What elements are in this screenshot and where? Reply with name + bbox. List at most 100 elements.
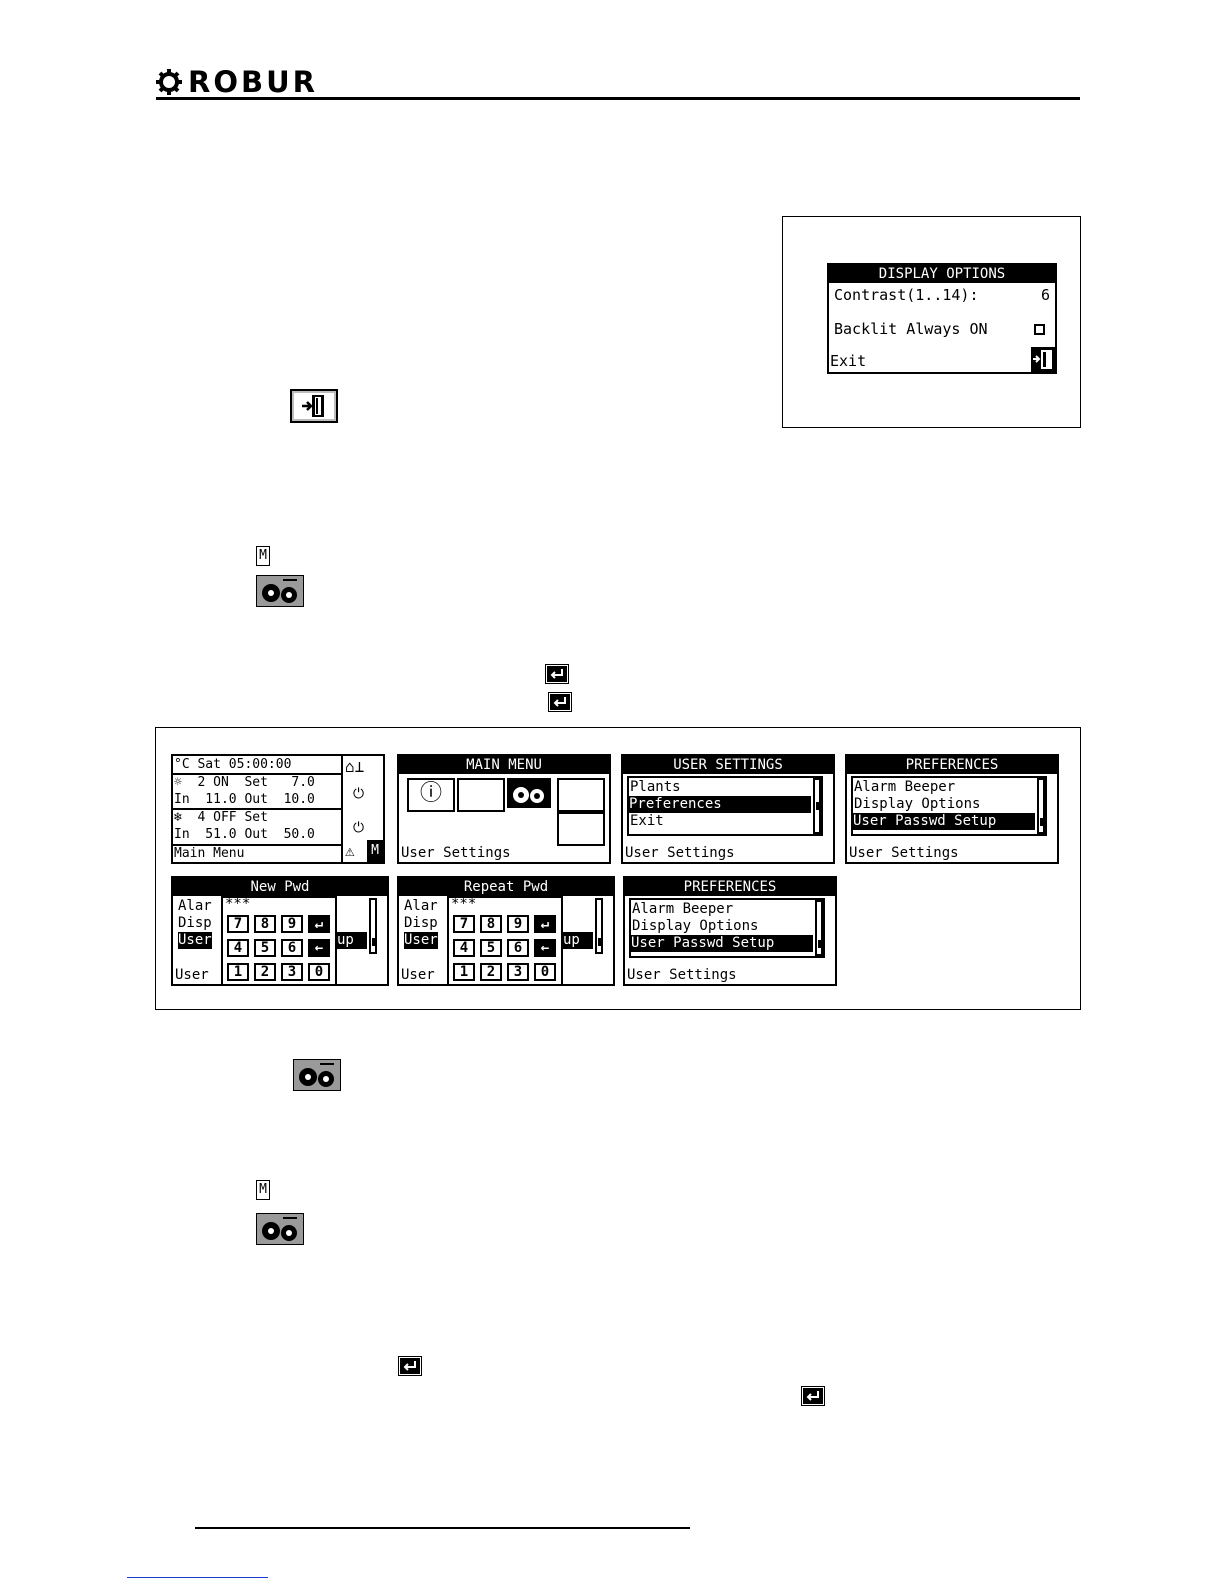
power-icon: ⏻	[353, 786, 365, 802]
menu-item-alarm-beeper[interactable]: Alarm Beeper	[632, 901, 734, 917]
alarm-warning-icon: ⚠	[345, 841, 355, 860]
preferences-screen: PREFERENCES Alarm Beeper Display Options…	[845, 754, 1059, 864]
behind-item: up	[337, 932, 367, 949]
robur-gear-icon	[156, 69, 182, 95]
scrollbar[interactable]	[815, 900, 823, 956]
user-settings-screen: USER SETTINGS Plants Preferences Exit Us…	[621, 754, 835, 864]
home-line-5: In 51.0 Out 50.0	[174, 827, 315, 842]
main-menu-screen: MAIN MENU ⓘ User Settings	[397, 754, 611, 864]
scrollbar[interactable]	[1037, 778, 1045, 834]
keypad-key[interactable]: 1	[227, 963, 249, 981]
keypad-key[interactable]: 9	[507, 915, 529, 933]
enter-key-icon	[801, 1386, 825, 1406]
keypad-key[interactable]: ←	[534, 939, 556, 957]
user-settings-gears-icon	[507, 778, 551, 808]
keypad-key[interactable]: 7	[227, 915, 249, 933]
footnote-rule	[195, 1527, 690, 1529]
wrench-icon	[557, 778, 605, 812]
brand-name: ROBUR	[188, 65, 318, 99]
keypad-key[interactable]: 1	[453, 963, 475, 981]
keypad-key[interactable]: 8	[254, 915, 276, 933]
contrast-label: Contrast(1..14):	[834, 286, 979, 304]
screen-title: Repeat Pwd	[399, 878, 613, 896]
screen-title: PREFERENCES	[625, 878, 835, 896]
password-sequence-figure: °C Sat 05:00:00 ☼ 2 ON Set 7.0 In 11.0 O…	[155, 727, 1081, 1010]
enter-key-icon	[398, 1356, 422, 1376]
robur-logo: ROBUR	[156, 66, 318, 98]
home-footer: Main Menu	[174, 846, 245, 861]
display-options-figure: DISPLAY OPTIONS Contrast(1..14): 6 Backl…	[782, 216, 1081, 428]
screen-title: MAIN MENU	[399, 756, 609, 774]
screen-title: USER SETTINGS	[623, 756, 833, 774]
keypad-key[interactable]: 2	[254, 963, 276, 981]
header-rule	[156, 97, 1080, 100]
house-tap-icon: ⌂⊥	[345, 757, 365, 776]
screen-footer: User	[175, 967, 209, 983]
keypad-key[interactable]: 5	[254, 939, 276, 957]
behind-item: Disp	[178, 915, 212, 931]
keypad-key[interactable]: ↵	[534, 915, 556, 933]
info-icon: ⓘ	[407, 778, 455, 812]
plants-icon	[457, 778, 505, 812]
keypad-key[interactable]: 8	[480, 915, 502, 933]
exit-door-icon	[290, 389, 338, 423]
menu-item-display-options[interactable]: Display Options	[632, 918, 759, 934]
keypad-key[interactable]: 4	[227, 939, 249, 957]
keypad-key[interactable]: 3	[507, 963, 529, 981]
screen-footer: User Settings	[401, 845, 511, 861]
menu-item-exit[interactable]: Exit	[630, 813, 664, 829]
keypad-key[interactable]: 6	[507, 939, 529, 957]
keypad-key[interactable]: 4	[453, 939, 475, 957]
power-icon: ⏻	[353, 820, 365, 836]
screen-footer: User Settings	[625, 845, 735, 861]
backlit-checkbox	[1034, 324, 1045, 335]
keypad-key[interactable]: 7	[453, 915, 475, 933]
menu-list: Alarm Beeper Display Options User Passwd…	[629, 898, 825, 958]
keypad-key[interactable]: 0	[534, 963, 556, 981]
keypad-key[interactable]: 9	[281, 915, 303, 933]
keypad-key[interactable]: 0	[308, 963, 330, 981]
behind-item: User	[178, 932, 212, 949]
screen-title: New Pwd	[173, 878, 387, 896]
backlit-label: Backlit Always ON	[834, 320, 988, 338]
keypad-key[interactable]: 6	[281, 939, 303, 957]
behind-item: up	[563, 932, 593, 949]
keypad-key[interactable]: 3	[281, 963, 303, 981]
m-key-icon: M	[256, 546, 270, 566]
menu-list: Plants Preferences Exit	[627, 776, 823, 836]
masked-password: ***	[451, 896, 477, 912]
keypad-key[interactable]: 5	[480, 939, 502, 957]
menu-item-display-options[interactable]: Display Options	[854, 796, 981, 812]
screen-title: PREFERENCES	[847, 756, 1057, 774]
masked-password: ***	[225, 896, 251, 912]
behind-item: Alar	[404, 898, 438, 914]
m-key-icon: M	[256, 1180, 270, 1200]
keypad-key[interactable]: ↵	[308, 915, 330, 933]
menu-item-preferences[interactable]: Preferences	[629, 796, 811, 813]
home-line-1: °C Sat 05:00:00	[174, 757, 292, 772]
menu-item-user-passwd-setup[interactable]: User Passwd Setup	[853, 813, 1035, 830]
menu-item-alarm-beeper[interactable]: Alarm Beeper	[854, 779, 956, 795]
behind-item: User	[404, 932, 438, 949]
enter-key-icon	[548, 692, 572, 712]
screen-footer: User Settings	[627, 967, 737, 983]
keypad-key[interactable]: ←	[308, 939, 330, 957]
footer-link-underline	[127, 1577, 268, 1578]
exit-door-icon	[1031, 347, 1055, 372]
behind-item: Alar	[178, 898, 212, 914]
display-options-screen: DISPLAY OPTIONS Contrast(1..14): 6 Backl…	[827, 263, 1057, 374]
keypad-key[interactable]: 2	[480, 963, 502, 981]
scrollbar[interactable]	[813, 778, 821, 834]
screen-footer: User	[401, 967, 435, 983]
menu-item-user-passwd-setup[interactable]: User Passwd Setup	[631, 935, 813, 952]
home-line-2: ☼ 2 ON Set 7.0	[174, 775, 315, 790]
menu-item-plants[interactable]: Plants	[630, 779, 681, 795]
scrollbar	[369, 898, 377, 954]
enter-key-icon	[545, 664, 569, 684]
menu-list: Alarm Beeper Display Options User Passwd…	[851, 776, 1047, 836]
screen-footer: User Settings	[849, 845, 959, 861]
